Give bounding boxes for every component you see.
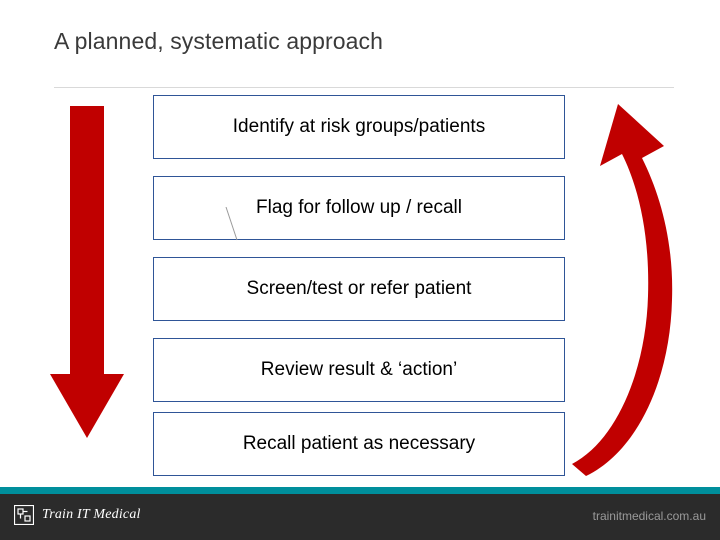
- footer-logo: Train IT Medical: [13, 504, 141, 526]
- page-title: A planned, systematic approach: [54, 28, 384, 54]
- process-step-label: Screen/test or refer patient: [246, 278, 472, 299]
- footer-bar: [0, 494, 720, 540]
- process-step-label: Flag for follow up / recall: [256, 197, 462, 218]
- process-step-label: Review result & ‘action’: [260, 359, 458, 380]
- curved-up-arrow-icon: [560, 96, 680, 476]
- process-step-box: Recall patient as necessary: [153, 412, 565, 476]
- train-it-medical-logo-icon: [13, 504, 35, 526]
- down-arrow-icon: [48, 106, 128, 446]
- title-divider: [54, 87, 674, 88]
- process-step-box: Flag for follow up / recall: [153, 176, 565, 240]
- stray-line-artifact: [225, 206, 239, 241]
- footer-accent-bar: [0, 487, 720, 495]
- footer-brand-label: Train IT Medical: [42, 507, 141, 522]
- process-step-box: Screen/test or refer patient: [153, 257, 565, 321]
- process-step-box: Identify at risk groups/patients: [153, 95, 565, 159]
- process-step-box: Review result & ‘action’: [153, 338, 565, 402]
- process-step-label: Recall patient as necessary: [242, 433, 476, 454]
- footer-url-label: trainitmedical.com.au: [592, 509, 706, 523]
- process-step-label: Identify at risk groups/patients: [232, 116, 486, 137]
